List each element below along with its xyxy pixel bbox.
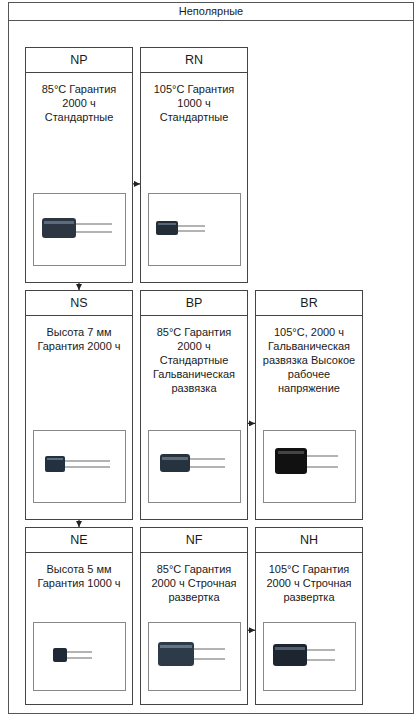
series-box: NH105°C Гарантия 2000 ч Строчная разверт…	[255, 527, 363, 705]
group-frame: НеполярныеNP85°C Гарантия 2000 ч Стандар…	[8, 2, 414, 714]
series-code: RN	[141, 48, 247, 73]
series-box: BR105°C, 2000 ч Гальваническая развязка …	[255, 290, 363, 520]
photo-frame	[34, 623, 126, 691]
capacitor-rn	[156, 221, 205, 235]
series-box: NSВысота 7 мм Гарантия 2000 ч	[25, 290, 133, 520]
group-heading: Неполярные	[9, 3, 413, 21]
capacitor-ns	[45, 456, 110, 472]
capacitor-ne	[53, 648, 92, 662]
capacitor-nh	[273, 644, 335, 666]
series-code: NF	[141, 528, 247, 553]
photo-frame	[264, 623, 356, 691]
flow-arrow	[248, 630, 255, 631]
series-box: NF85°C Гарантия 2000 ч Строчная развертк…	[140, 527, 248, 705]
capacitor-bp	[160, 454, 225, 472]
series-code: NE	[26, 528, 132, 553]
series-description: 85°C Гарантия 2000 ч Строчная развертка	[141, 553, 247, 604]
flow-arrow	[248, 423, 255, 424]
flow-arrow	[78, 520, 79, 527]
capacitor-np	[42, 218, 112, 238]
photo-frame	[149, 194, 241, 266]
photo-frame	[149, 623, 241, 691]
series-code: NP	[26, 48, 132, 73]
series-code: BR	[256, 291, 362, 316]
series-code: NH	[256, 528, 362, 553]
photo-frame	[149, 431, 241, 503]
series-box: NP85°C Гарантия 2000 ч Стандартные	[25, 47, 133, 283]
series-code: BP	[141, 291, 247, 316]
flow-arrow	[133, 183, 140, 184]
series-description: Высота 7 мм Гарантия 2000 ч	[26, 316, 132, 353]
capacitor-br	[275, 448, 338, 474]
photo-frame	[34, 194, 126, 266]
series-code: NS	[26, 291, 132, 316]
series-box: RN105°C Гарантия 1000 ч Стандартные	[140, 47, 248, 283]
flow-arrow	[78, 283, 79, 290]
series-description: 105°C, 2000 ч Гальваническая развязка Вы…	[256, 316, 362, 395]
series-box: NEВысота 5 мм Гарантия 1000 ч	[25, 527, 133, 705]
photo-frame	[264, 431, 356, 503]
series-description: 105°C Гарантия 1000 ч Стандартные	[141, 73, 247, 124]
series-description: 105°C Гарантия 2000 ч Строчная развертка	[256, 553, 362, 604]
photo-frame	[34, 431, 126, 503]
series-description: Высота 5 мм Гарантия 1000 ч	[26, 553, 132, 590]
series-box: BP85°C Гарантия 2000 ч Стандартные Гальв…	[140, 290, 248, 520]
capacitor-nf	[158, 642, 225, 666]
series-description: 85°C Гарантия 2000 ч Стандартные	[26, 73, 132, 124]
series-description: 85°C Гарантия 2000 ч Стандартные Гальван…	[141, 316, 247, 395]
photo-frames	[34, 194, 356, 691]
